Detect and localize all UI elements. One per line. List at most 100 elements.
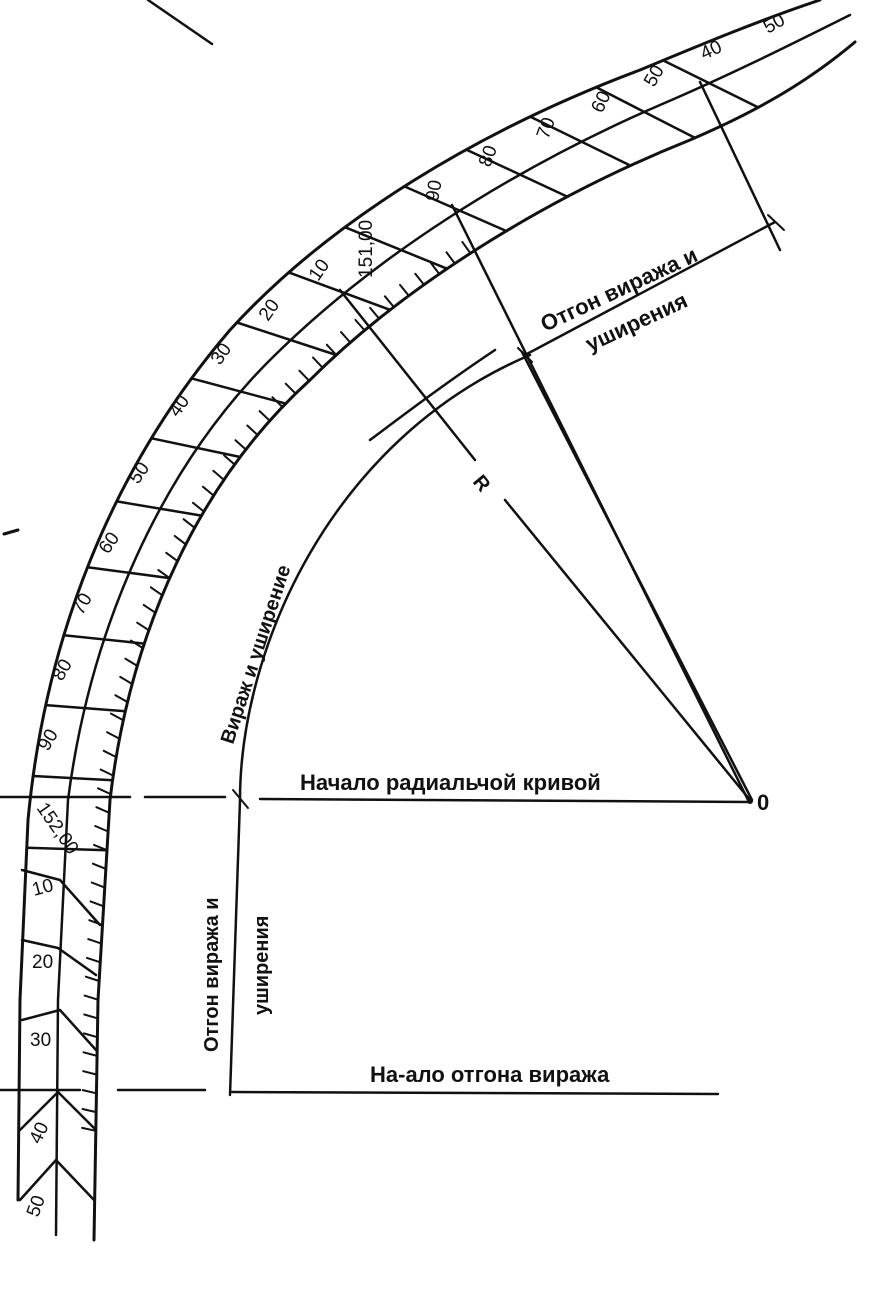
station-label: 60 (587, 88, 615, 116)
hatch-tick (201, 485, 215, 497)
widening-hatching (81, 240, 472, 1132)
stray-mark-top (146, 0, 214, 46)
station-label: 40 (165, 392, 194, 421)
label-superelevation-widening: Вираж и уширение (217, 562, 296, 746)
station-chevrons (18, 868, 102, 1202)
cross-section-line (343, 225, 449, 270)
hatch-tick (81, 1108, 98, 1114)
dimension-arc-inner (368, 348, 497, 442)
station-label: 151,00 (356, 220, 377, 278)
line-start-radial-curve (0, 795, 752, 804)
hatch-tick (461, 240, 472, 255)
hatch-tick (149, 586, 164, 597)
hatch-tick (298, 369, 311, 382)
hatch-tick (97, 787, 112, 796)
hatch-tick (223, 454, 236, 466)
hatch-tick (165, 551, 179, 563)
line-start-runoff (0, 1088, 720, 1096)
hatch-tick (399, 283, 410, 297)
hatch-tick (83, 994, 99, 1001)
hatch-tick (82, 1032, 99, 1039)
chevron-4 (18, 1158, 96, 1202)
station-label: 90 (422, 178, 446, 202)
station-label: 50 (640, 62, 669, 91)
tick-mark-1 (232, 789, 249, 809)
radius-line-4 (520, 350, 754, 802)
hatch-tick (110, 712, 125, 722)
hatch-tick (383, 295, 395, 309)
dimension-line-runoff-top (523, 220, 777, 357)
cross-section-line (115, 500, 203, 517)
station-labels: 50 40 30 20 10 152,00 90 80 70 60 50 40 … (23, 10, 789, 1220)
station-label: 40 (697, 37, 725, 65)
hatch-tick (212, 469, 225, 481)
hatch-tick (99, 768, 115, 777)
cross-section-line (190, 377, 287, 405)
hatch-tick (81, 1089, 98, 1095)
hatch-tick (82, 1051, 99, 1057)
center-label: 0 (757, 790, 769, 815)
label-radius: R (468, 471, 494, 497)
road-inner-edge (92, 40, 857, 1242)
cross-section-line (86, 565, 171, 580)
hatch-tick (95, 806, 111, 814)
hatch-tick (94, 825, 110, 833)
hatch-tick (114, 694, 129, 704)
label-runoff-left-1: Отгон виража и (201, 897, 223, 1052)
dimension-arcs (228, 214, 785, 1097)
label-start-radial-curve: Начало радиальчой кривой (300, 770, 601, 795)
station-label: 20 (32, 952, 53, 973)
hatch-tick (445, 251, 456, 265)
hatch-tick (81, 1126, 97, 1132)
stray-mark-left (2, 528, 20, 536)
radius-line-1 (503, 498, 752, 802)
hatch-tick (87, 938, 103, 945)
hatch-tick (124, 657, 139, 667)
road-strip (16, 0, 857, 1242)
station-label: 30 (207, 340, 236, 369)
station-label: 60 (95, 529, 124, 558)
chevron-3 (18, 1090, 98, 1132)
station-label: 50 (23, 1193, 50, 1220)
hatch-tick (90, 881, 106, 889)
hatch-tick (234, 439, 247, 451)
road-centerline (54, 13, 852, 1237)
label-runoff-left-2: уширения (251, 916, 273, 1015)
hatch-tick (142, 603, 157, 614)
station-label: 70 (68, 590, 97, 619)
hatch-tick (89, 900, 105, 908)
cross-section-line (150, 437, 242, 459)
reference-lines (0, 795, 752, 1096)
hatch-tick (429, 261, 441, 275)
chevron-2 (20, 1008, 98, 1052)
chevron-5 (20, 868, 102, 927)
hatch-tick (91, 862, 107, 870)
chevron-1 (20, 938, 98, 977)
road-outer-edge (16, 0, 822, 1202)
hatch-tick (84, 975, 101, 982)
dimension-line-runoff-left (228, 798, 242, 1097)
hatch-tick (102, 749, 118, 759)
cross-section-lines (25, 59, 760, 852)
hatch-tick (192, 501, 205, 513)
hatch-tick (312, 356, 324, 369)
cross-section-line (44, 703, 127, 713)
label-start-runoff: На-ало отгона виража (370, 1062, 610, 1087)
cross-section-line (31, 774, 114, 782)
hatch-tick (340, 331, 352, 344)
radius-line-5 (698, 80, 782, 252)
center-point (747, 798, 753, 804)
hatch-tick (119, 675, 134, 685)
hatch-tick (106, 731, 121, 740)
radius-line-2 (338, 288, 477, 462)
station-label: 30 (30, 1030, 51, 1051)
hatch-tick (369, 306, 381, 320)
cross-section-line (661, 59, 760, 109)
cross-section-line (235, 321, 338, 357)
hatch-tick (86, 956, 102, 964)
hatch-tick (136, 621, 150, 632)
station-label: 50 (125, 459, 154, 488)
hatch-tick (182, 518, 196, 529)
